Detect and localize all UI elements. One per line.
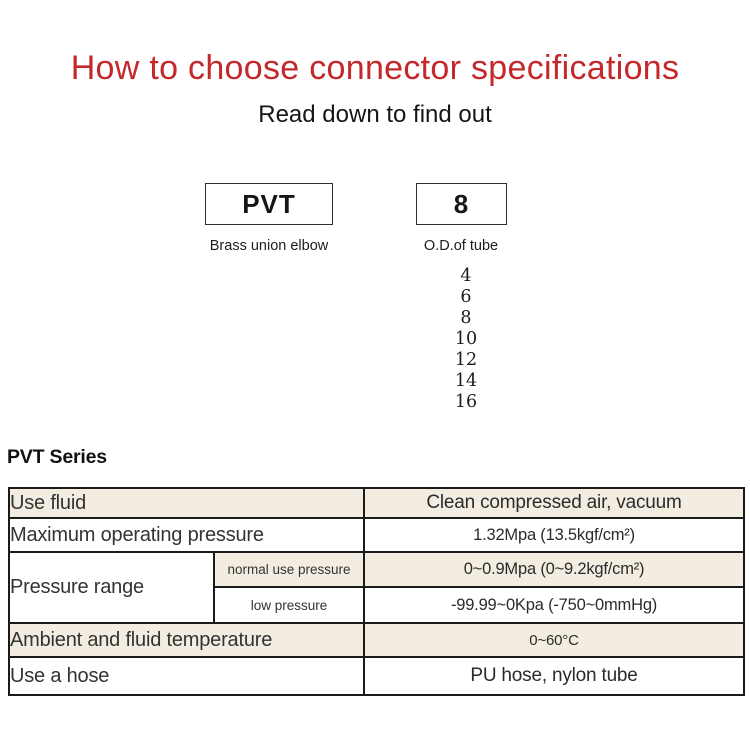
row-value: 1.32Mpa (13.5kgf/cm²) (363, 517, 746, 553)
row-label: Use fluid (7, 487, 366, 519)
subrow-label: low pressure (212, 586, 366, 624)
model-code-box: PVT (205, 183, 333, 225)
subrow-label: normal use pressure (212, 551, 366, 588)
model-description: Brass union elbow (209, 238, 329, 254)
tube-od-option: 10 (454, 329, 478, 349)
row-label: Ambient and fluid temperature (7, 622, 366, 658)
tube-od-option: 16 (454, 392, 478, 412)
series-heading: PVT Series (7, 446, 107, 468)
row-label: Maximum operating pressure (7, 517, 366, 553)
row-value: PU hose, nylon tube (363, 656, 746, 696)
tube-od-value: 8 (453, 188, 470, 219)
spec-row-pressure-range-low: low pressure -99.99~0Kpa (-750~0mmHg) (9, 586, 746, 624)
spec-row-hose: Use a hose PU hose, nylon tube (7, 656, 746, 696)
row-label: Use a hose (7, 656, 366, 696)
model-code: PVT (242, 188, 296, 219)
page-title: How to choose connector specifications (70, 49, 680, 87)
tube-od-option: 14 (454, 371, 478, 391)
tube-od-label: O.D.of tube (423, 238, 499, 254)
tube-od-options-list: 4 6 8 10 12 14 16 (391, 266, 541, 413)
row-value: Clean compressed air, vacuum (363, 487, 746, 519)
subrow-value: -99.99~0Kpa (-750~0mmHg) (363, 586, 746, 624)
tube-od-option: 4 (460, 266, 472, 286)
tube-od-box: 8 (416, 183, 507, 225)
tube-od-option: 12 (454, 350, 478, 370)
spec-row-temperature: Ambient and fluid temperature 0~60°C (7, 622, 746, 658)
row-value: 0~60°C (363, 622, 746, 658)
tube-od-option: 6 (460, 287, 472, 307)
spec-table: Use fluid Clean compressed air, vacuum M… (7, 487, 746, 696)
page-subtitle: Read down to find out (258, 101, 492, 128)
spec-row-use-fluid: Use fluid Clean compressed air, vacuum (7, 487, 746, 519)
row-label: Pressure range (8, 551, 215, 624)
tube-od-option: 8 (460, 308, 472, 328)
spec-row-max-pressure: Maximum operating pressure 1.32Mpa (13.5… (7, 517, 746, 553)
subrow-value: 0~0.9Mpa (0~9.2kgf/cm²) (363, 551, 746, 588)
spec-row-pressure-range-normal: Pressure range normal use pressure 0~0.9… (8, 551, 746, 624)
